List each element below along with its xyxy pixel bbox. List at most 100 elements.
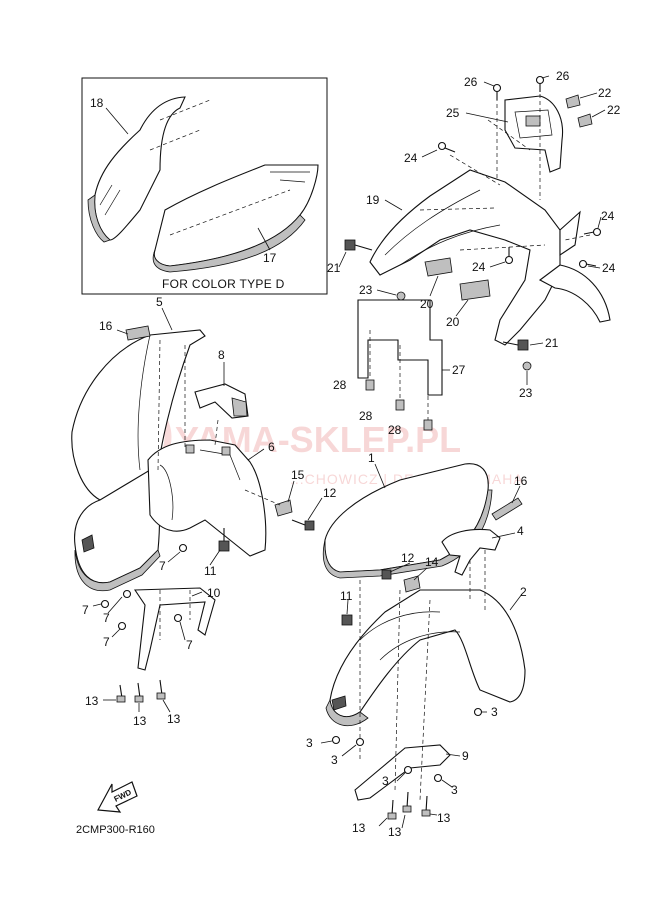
bolt-11-left xyxy=(218,528,230,552)
callout-15: 15 xyxy=(291,468,305,482)
part-15-clip xyxy=(274,499,293,517)
callout-3b: 3 xyxy=(306,736,313,750)
callout-11-right: 11 xyxy=(340,589,353,603)
fwd-arrow-icon xyxy=(97,781,138,813)
part-16-sticker-right xyxy=(491,497,523,521)
callout-12-left: 12 xyxy=(323,486,337,500)
callout-7a: 7 xyxy=(159,559,166,573)
screw-3a xyxy=(473,707,483,717)
part-tail-flap xyxy=(538,264,611,323)
diagram-code: 2CMP300-R160 xyxy=(76,824,155,836)
callout-10: 10 xyxy=(207,586,221,600)
leader-17 xyxy=(257,227,271,251)
inset-caption: FOR COLOR TYPE D xyxy=(162,277,285,291)
callout-14: 14 xyxy=(425,555,439,569)
part-4-bracket xyxy=(441,528,501,576)
callout-26a: 26 xyxy=(464,75,478,89)
bolt-13b xyxy=(134,682,144,703)
callout-22b: 22 xyxy=(607,103,621,117)
callout-28a: 28 xyxy=(333,378,347,392)
callout-3c: 3 xyxy=(331,753,338,767)
callout-5: 5 xyxy=(156,295,163,309)
screw-3e xyxy=(433,773,443,783)
callout-16-right: 16 xyxy=(514,474,528,488)
leader-18 xyxy=(105,107,129,135)
screw-24d xyxy=(578,259,597,269)
part-17-panel xyxy=(152,164,319,273)
nut-23a xyxy=(396,291,406,301)
callout-7b: 7 xyxy=(82,603,89,617)
callout-2: 2 xyxy=(520,585,527,599)
screw-3c xyxy=(355,737,365,747)
callout-7d: 7 xyxy=(103,635,110,649)
callout-7e: 7 xyxy=(186,638,193,652)
callout-12-right: 12 xyxy=(401,551,415,565)
part-20-pad-b xyxy=(459,279,491,301)
bolt-21a xyxy=(344,239,373,251)
callout-20a: 20 xyxy=(420,297,434,311)
callout-19: 19 xyxy=(366,193,380,207)
rear-leaders xyxy=(338,75,606,385)
callout-21b: 21 xyxy=(545,336,559,350)
screw-26a xyxy=(492,83,502,100)
bolt-13a xyxy=(116,684,126,703)
grommet-22b xyxy=(577,113,593,128)
callout-23b: 23 xyxy=(519,386,533,400)
screw-7a xyxy=(100,599,110,609)
callout-28b: 28 xyxy=(359,409,373,423)
callout-17: 17 xyxy=(263,251,277,265)
callout-26b: 26 xyxy=(556,69,570,83)
part-19-fender xyxy=(369,169,561,346)
inset-frame xyxy=(81,77,328,295)
front-leaders xyxy=(92,307,323,713)
bolt-13f xyxy=(421,795,431,817)
callout-7c: 7 xyxy=(103,611,110,625)
part-18-panel xyxy=(87,96,211,243)
screw-24a xyxy=(437,141,456,153)
callout-6: 6 xyxy=(268,440,275,454)
part-20-pad-a xyxy=(424,257,453,277)
callout-18: 18 xyxy=(90,96,104,110)
part-10-bracket xyxy=(133,587,216,671)
fender-leaders xyxy=(320,463,523,829)
screw-24b xyxy=(583,227,602,237)
callout-13a: 13 xyxy=(85,694,99,708)
part-2-fender xyxy=(329,589,526,718)
screw-7b xyxy=(122,589,132,599)
screw-7e xyxy=(173,613,183,623)
screw-3d xyxy=(403,765,413,775)
screw-7d xyxy=(117,621,127,631)
screw-24c xyxy=(504,247,514,265)
callout-24d: 24 xyxy=(602,261,616,275)
screw-7c xyxy=(178,543,188,553)
grommet-22a xyxy=(565,94,581,109)
screw-3b xyxy=(331,735,341,745)
bolt-13e xyxy=(402,791,412,813)
callout-3e: 3 xyxy=(451,783,458,797)
part-16-sticker-left xyxy=(125,325,151,341)
part-6-inner-panel xyxy=(147,439,267,557)
callout-13d: 13 xyxy=(352,821,366,835)
callout-20b: 20 xyxy=(446,315,460,329)
callout-23a: 23 xyxy=(359,283,373,297)
callout-22a: 22 xyxy=(598,86,612,100)
callout-4: 4 xyxy=(517,524,524,538)
callout-9: 9 xyxy=(462,749,469,763)
bolt-13c xyxy=(156,679,166,700)
callout-11-left: 11 xyxy=(204,564,217,578)
callout-3d: 3 xyxy=(382,774,389,788)
callout-8: 8 xyxy=(218,348,225,362)
callout-1: 1 xyxy=(368,451,375,465)
bolt-12-right xyxy=(381,569,392,580)
callout-13f: 13 xyxy=(437,811,451,825)
inset-color-type-d: 18 17 FOR COLOR TYPE D xyxy=(81,77,328,295)
callout-24b: 24 xyxy=(601,209,615,223)
callout-13b: 13 xyxy=(133,714,147,728)
callout-24c: 24 xyxy=(472,260,486,274)
fwd-arrow: FWD xyxy=(97,781,138,813)
clip-28a xyxy=(365,379,375,391)
callout-27: 27 xyxy=(452,363,466,377)
front-fender-assembly: 1 16 4 12 14 2 11 3 3 9 3 3 3 13 13 13 xyxy=(306,451,528,839)
callout-16-left: 16 xyxy=(99,319,113,333)
